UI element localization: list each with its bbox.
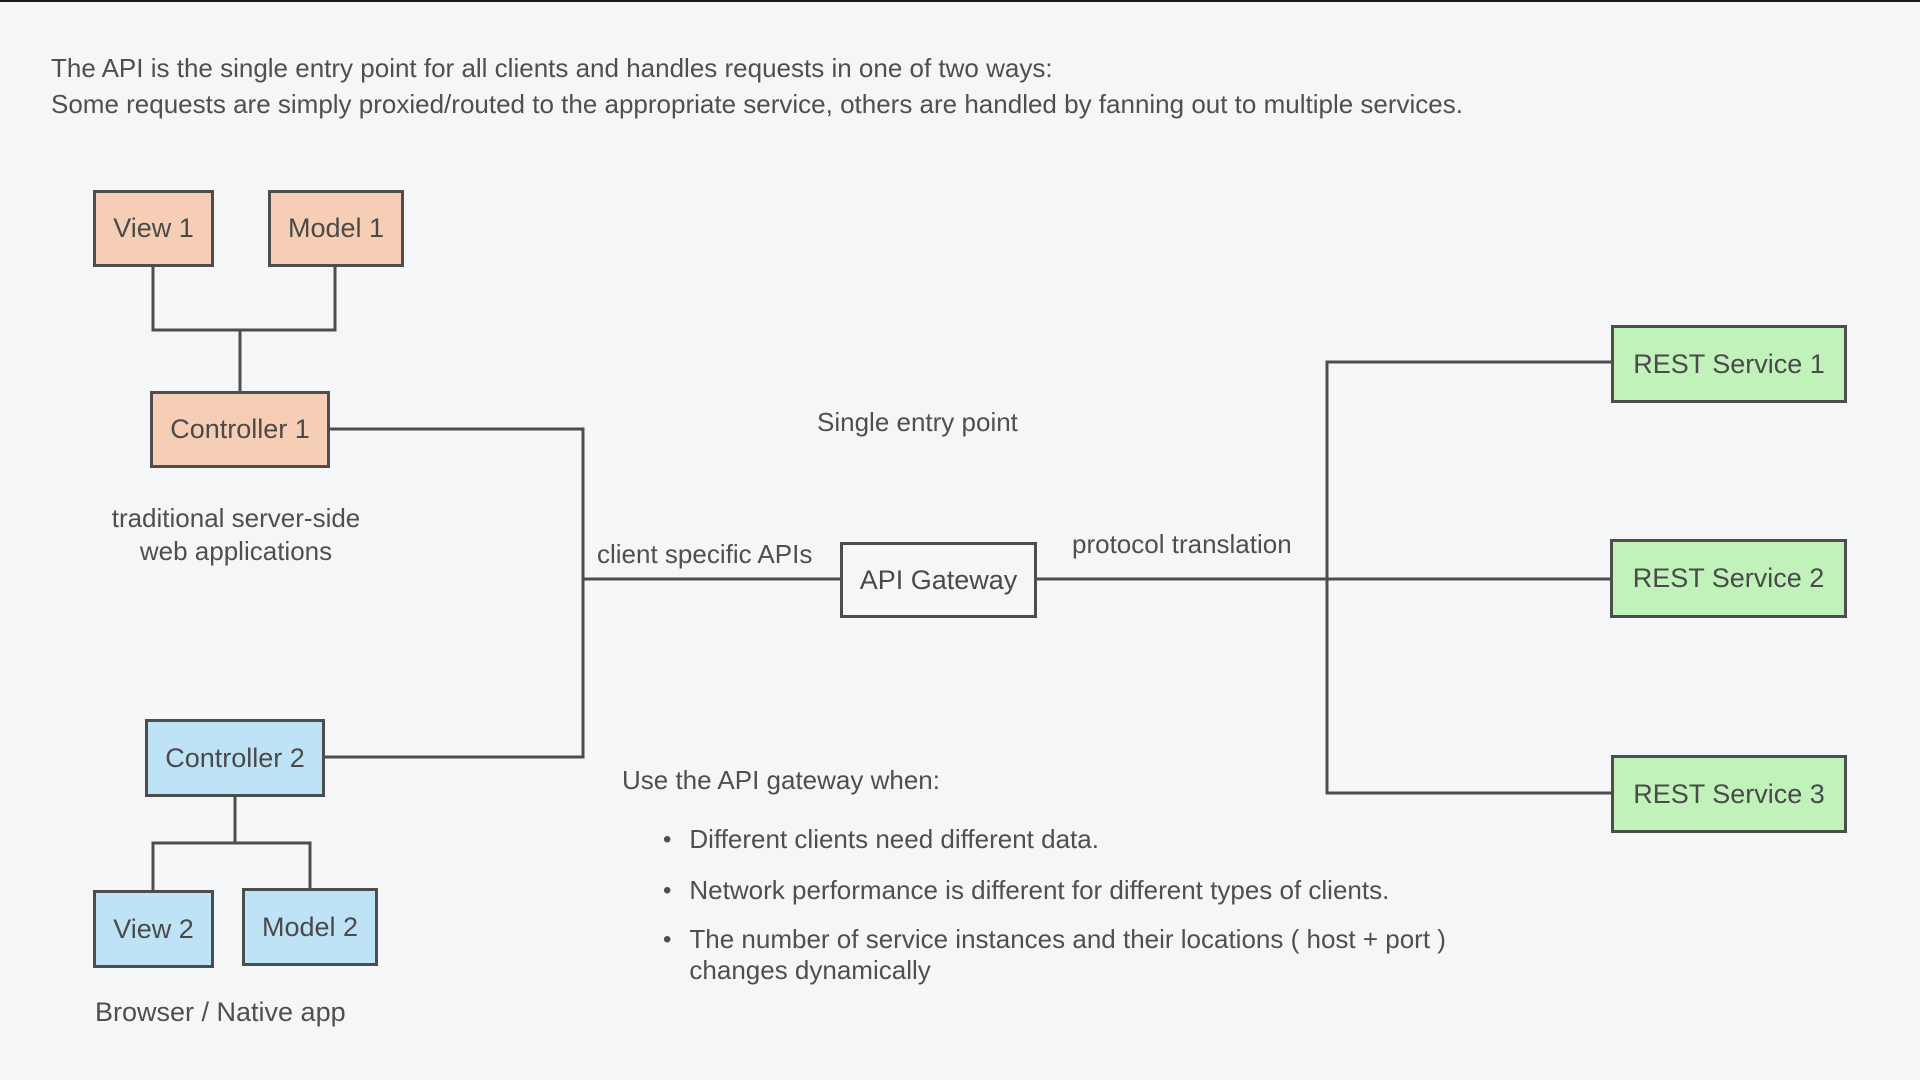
rest-service-3-box: REST Service 3 [1611, 755, 1847, 833]
client-group-caption: Browser / Native app [95, 997, 346, 1027]
view2-box: View 2 [93, 890, 214, 968]
intro-line-2: Some requests are simply proxied/routed … [51, 89, 1463, 119]
api-gateway-box: API Gateway [840, 542, 1037, 618]
controller1-box: Controller 1 [150, 391, 330, 468]
usage-bullet-1: • Different clients need different data. [663, 824, 1099, 855]
server-side-caption-line2: web applications [139, 536, 333, 566]
client-specific-apis-annotation: client specific APIs [597, 539, 813, 569]
usage-bullet-1-text: Different clients need different data. [689, 824, 1099, 854]
server-side-caption-line1: traditional server-side [111, 503, 361, 533]
usage-bullet-3-text: The number of service instances and thei… [689, 924, 1446, 985]
usage-bullet-2: • Network performance is different for d… [663, 875, 1389, 906]
rest-service-3-label: REST Service 3 [1633, 778, 1825, 809]
usage-heading: Use the API gateway when: [622, 765, 940, 795]
model1-label: Model 1 [287, 213, 385, 243]
controller2-label: Controller 2 [165, 742, 305, 773]
server-side-caption: traditional server-side web applications [61, 502, 411, 568]
intro-line-1: The API is the single entry point for al… [51, 53, 1053, 83]
bullet-marker: • [663, 877, 672, 904]
view1-box: View 1 [93, 190, 214, 267]
bullet-marker: • [663, 826, 672, 853]
controller1-label: Controller 1 [170, 414, 310, 444]
model2-label: Model 2 [261, 911, 359, 942]
controller2-box: Controller 2 [145, 719, 325, 797]
intro-text: The API is the single entry point for al… [51, 50, 1463, 122]
usage-bullet-3: • The number of service instances and th… [663, 924, 1519, 986]
bullet-marker: • [663, 926, 672, 953]
rest-service-2-box: REST Service 2 [1610, 539, 1847, 618]
view2-label: View 2 [113, 913, 194, 944]
window-top-edge [0, 0, 1920, 2]
model1-box: Model 1 [268, 190, 404, 267]
rest-service-1-label: REST Service 1 [1633, 348, 1825, 379]
protocol-translation-annotation: protocol translation [1072, 529, 1292, 559]
usage-bullet-2-text: Network performance is different for dif… [689, 875, 1390, 905]
model2-box: Model 2 [242, 888, 378, 966]
rest-service-2-label: REST Service 2 [1632, 563, 1825, 593]
single-entry-point-annotation: Single entry point [817, 407, 1018, 437]
rest-service-1-box: REST Service 1 [1611, 325, 1847, 403]
api-gateway-label: API Gateway [859, 564, 1018, 595]
view1-label: View 1 [113, 213, 194, 243]
